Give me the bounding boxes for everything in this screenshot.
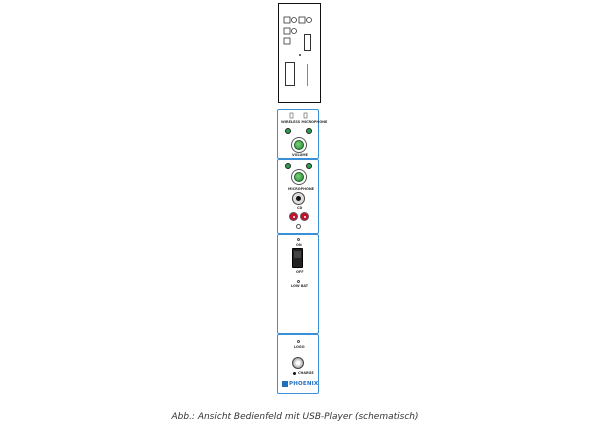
charge-label: CHARGE (298, 371, 314, 375)
cd-rca-right[interactable] (300, 212, 309, 221)
logo-label: LOGO (294, 345, 305, 349)
low-bat-label: LOW BAT (291, 284, 309, 288)
usb-player-buttons (283, 16, 312, 45)
wireless-microphone-label: WIRELESS MICROPHONE (281, 120, 328, 124)
low-bat-led (297, 280, 300, 283)
microphone-volume-knob[interactable] (291, 169, 307, 185)
usb-indicator-led (299, 54, 301, 56)
microphone-cd-section: MICROPHONE CD (277, 159, 319, 234)
microphone-jack[interactable] (292, 192, 305, 205)
cd-screw (296, 224, 301, 229)
off-label: OFF (296, 270, 304, 274)
charge-led (293, 372, 296, 375)
microphone-volume-knob-cap (294, 172, 304, 182)
cd-label: CD (297, 206, 303, 210)
wireless-microphone-section: WIRELESS MICROPHONE VOLUME (277, 109, 327, 159)
wireless-channel-a-knob[interactable] (285, 128, 291, 134)
mic-bass-knob[interactable] (306, 163, 312, 169)
power-switch[interactable] (292, 248, 303, 268)
phoenix-logo-icon (282, 381, 288, 387)
wireless-volume-knob-cap (294, 140, 304, 150)
wireless-volume-knob[interactable] (291, 137, 307, 153)
usb-player-module (278, 3, 321, 103)
microphone-label: MICROPHONE (288, 187, 314, 191)
usb-slot[interactable] (304, 34, 311, 51)
power-led (297, 238, 300, 241)
charge-section: LOGO CHARGE PHOENIX (277, 334, 319, 394)
cd-rca-left[interactable] (289, 212, 298, 221)
control-panel: WIRELESS MICROPHONE VOLUME MICROPHONE CD… (277, 109, 327, 399)
usb-side-label (307, 64, 308, 86)
usb-display (285, 62, 295, 86)
figure-caption: Abb.: Ansicht Bedienfeld mit USB-Player … (171, 412, 419, 422)
mic-treble-knob[interactable] (285, 163, 291, 169)
charge-jack[interactable] (292, 357, 304, 369)
logo-led (297, 340, 300, 343)
volume-label: VOLUME (292, 153, 308, 157)
power-section: ON OFF LOW BAT (277, 234, 319, 334)
brand-name: PHOENIX (289, 381, 319, 387)
wireless-channel-b-knob[interactable] (306, 128, 312, 134)
microphone-jack-hole (296, 196, 301, 201)
power-switch-rocker (294, 251, 301, 258)
on-label: ON (296, 243, 302, 247)
antenna-indicators (289, 112, 308, 119)
